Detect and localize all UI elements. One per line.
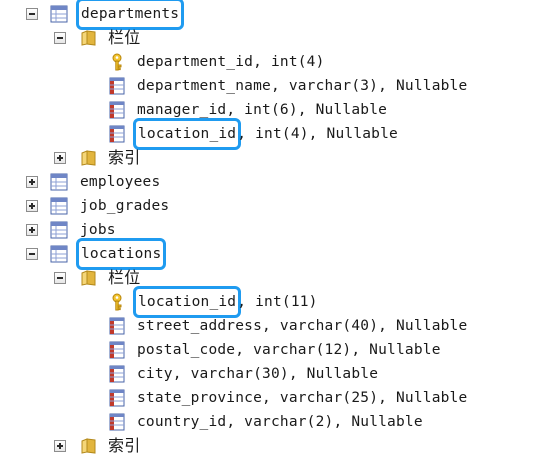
column-label: manager_id, int(6), Nullable	[137, 98, 387, 122]
column-name: location_id	[132, 286, 242, 318]
folder-icon	[80, 269, 98, 287]
column-type: , varchar(12), Nullable	[235, 342, 441, 358]
folder-label: 栏位	[108, 268, 141, 287]
collapse-toggle[interactable]	[54, 272, 66, 284]
column-city[interactable]: city, varchar(30), Nullable	[0, 362, 539, 386]
column-name: postal_code	[137, 342, 236, 358]
expand-toggle[interactable]	[26, 176, 38, 188]
column-location-id[interactable]: location_id, int(11)	[0, 286, 539, 318]
table-name: locations	[75, 238, 167, 270]
table-icon	[50, 245, 68, 263]
column-icon	[108, 125, 126, 143]
expand-toggle[interactable]	[54, 440, 66, 452]
column-name: state_province	[137, 390, 263, 406]
column-type: , varchar(2), Nullable	[226, 414, 423, 430]
collapse-toggle[interactable]	[26, 8, 38, 20]
column-icon	[108, 389, 126, 407]
column-street-address[interactable]: street_address, varchar(40), Nullable	[0, 314, 539, 338]
column-country-id[interactable]: country_id, varchar(2), Nullable	[0, 410, 539, 434]
column-type: , varchar(40), Nullable	[262, 318, 468, 334]
tree-node-departments[interactable]: departments	[0, 0, 539, 30]
key-icon	[108, 53, 126, 71]
column-label: location_id, int(11)	[132, 286, 318, 318]
table-name: departments	[75, 0, 185, 30]
column-label: location_id, int(4), Nullable	[132, 118, 398, 150]
table-icon	[50, 197, 68, 215]
folder-label: 索引	[108, 148, 141, 167]
column-icon	[108, 341, 126, 359]
collapse-toggle[interactable]	[26, 248, 38, 260]
folder-label: 索引	[108, 436, 141, 455]
column-type: , varchar(30), Nullable	[172, 366, 379, 382]
expand-toggle[interactable]	[26, 200, 38, 212]
column-label: postal_code, varchar(12), Nullable	[137, 338, 441, 362]
column-manager-id[interactable]: manager_id, int(6), Nullable	[0, 98, 539, 122]
tree-node-locations[interactable]: locations	[0, 238, 539, 270]
column-name: city	[137, 366, 173, 382]
column-type: , int(6), Nullable	[226, 102, 388, 118]
column-type: , varchar(25), Nullable	[262, 390, 468, 406]
column-name: location_id	[132, 118, 242, 150]
folder-icon	[80, 29, 98, 47]
collapse-toggle[interactable]	[54, 32, 66, 44]
tree-node-employees[interactable]: employees	[0, 170, 539, 194]
column-name: manager_id	[137, 102, 227, 118]
folder-label: 栏位	[108, 28, 141, 47]
folder-icon	[80, 437, 98, 455]
column-department-name[interactable]: department_name, varchar(3), Nullable	[0, 74, 539, 98]
table-name: jobs	[80, 222, 116, 238]
folder-icon	[80, 149, 98, 167]
tree-node-columns-folder[interactable]: 栏位	[0, 266, 539, 290]
expand-toggle[interactable]	[54, 152, 66, 164]
expand-toggle[interactable]	[26, 224, 38, 236]
column-name: street_address	[137, 318, 263, 334]
column-icon	[108, 317, 126, 335]
column-icon	[108, 101, 126, 119]
tree-node-columns-folder[interactable]: 栏位	[0, 26, 539, 50]
column-type: , int(11)	[237, 294, 318, 310]
column-state-province[interactable]: state_province, varchar(25), Nullable	[0, 386, 539, 410]
tree-node-label: departments	[75, 0, 185, 30]
column-type: , int(4), Nullable	[237, 126, 398, 142]
column-label: state_province, varchar(25), Nullable	[137, 386, 467, 410]
table-name: employees	[80, 174, 161, 190]
key-icon	[108, 293, 126, 311]
column-type: , varchar(3), Nullable	[270, 78, 468, 94]
table-icon	[50, 221, 68, 239]
tree-node-jobs[interactable]: jobs	[0, 218, 539, 242]
table-name: job_grades	[80, 198, 170, 214]
tree-node-index-folder[interactable]: 索引	[0, 434, 539, 458]
column-postal-code[interactable]: postal_code, varchar(12), Nullable	[0, 338, 539, 362]
column-icon	[108, 77, 126, 95]
column-label: street_address, varchar(40), Nullable	[137, 314, 467, 338]
column-name: department_name	[137, 78, 271, 94]
table-icon	[50, 173, 68, 191]
column-name: department_id	[137, 54, 254, 70]
table-icon	[50, 5, 68, 23]
column-label: country_id, varchar(2), Nullable	[137, 410, 423, 434]
column-icon	[108, 413, 126, 431]
column-department-id[interactable]: department_id, int(4)	[0, 50, 539, 74]
tree-node-job-grades[interactable]: job_grades	[0, 194, 539, 218]
column-label: department_name, varchar(3), Nullable	[137, 74, 467, 98]
column-name: country_id	[137, 414, 227, 430]
column-location-id[interactable]: location_id, int(4), Nullable	[0, 118, 539, 150]
tree-node-label: locations	[75, 238, 167, 270]
tree-node-index-folder[interactable]: 索引	[0, 146, 539, 170]
column-label: department_id, int(4)	[137, 50, 325, 74]
column-icon	[108, 365, 126, 383]
column-label: city, varchar(30), Nullable	[137, 362, 378, 386]
column-type: , int(4)	[253, 54, 325, 70]
